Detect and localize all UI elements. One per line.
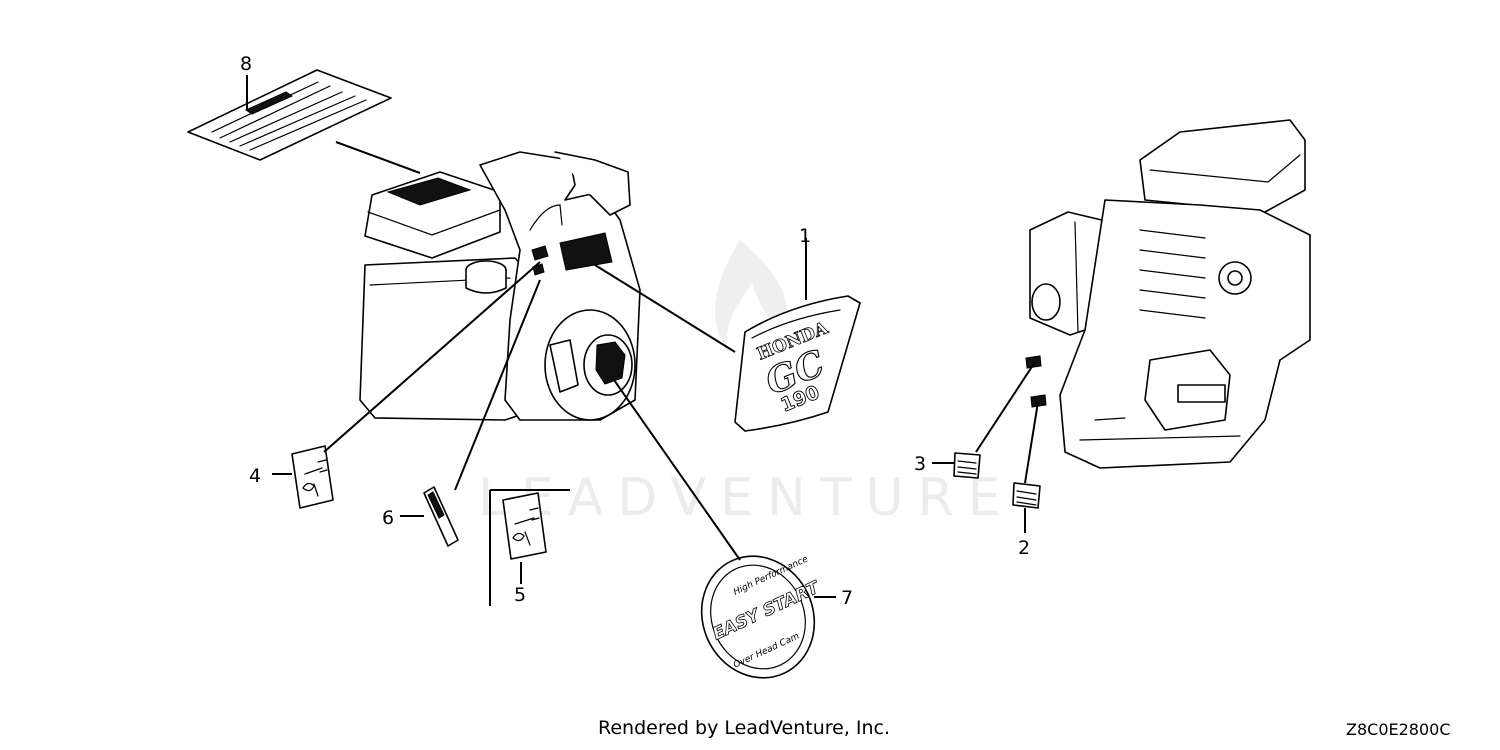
part-8-label-sheet bbox=[187, 69, 392, 161]
callout-7: 7 bbox=[841, 587, 853, 609]
part-5-choke-label bbox=[489, 489, 570, 606]
right-engine-drawing bbox=[1025, 119, 1311, 469]
callout-6: 6 bbox=[382, 507, 394, 529]
rendered-by-text: Rendered by LeadVenture, Inc. bbox=[598, 717, 891, 739]
callout-5: 5 bbox=[514, 584, 526, 606]
part-2-small-label bbox=[1012, 482, 1041, 509]
leader-lines bbox=[246, 75, 1039, 598]
diagram-code: Z8C0E2800C bbox=[1346, 720, 1451, 739]
callout-4: 4 bbox=[249, 465, 261, 487]
callout-1: 1 bbox=[799, 225, 811, 247]
part-6-strip bbox=[423, 486, 459, 547]
callout-2: 2 bbox=[1018, 537, 1030, 559]
watermark: LEADVENTURE bbox=[478, 240, 1015, 528]
part-3-small-label bbox=[953, 452, 981, 479]
part-4-choke-label bbox=[291, 445, 334, 509]
callout-3: 3 bbox=[914, 453, 926, 475]
part-1-emblem: HONDA GC 190 bbox=[734, 295, 861, 432]
part-7-badge: High Performance EASY START Over Head Ca… bbox=[700, 554, 824, 679]
callout-8: 8 bbox=[240, 53, 252, 75]
watermark-text: LEADVENTURE bbox=[478, 468, 1015, 528]
